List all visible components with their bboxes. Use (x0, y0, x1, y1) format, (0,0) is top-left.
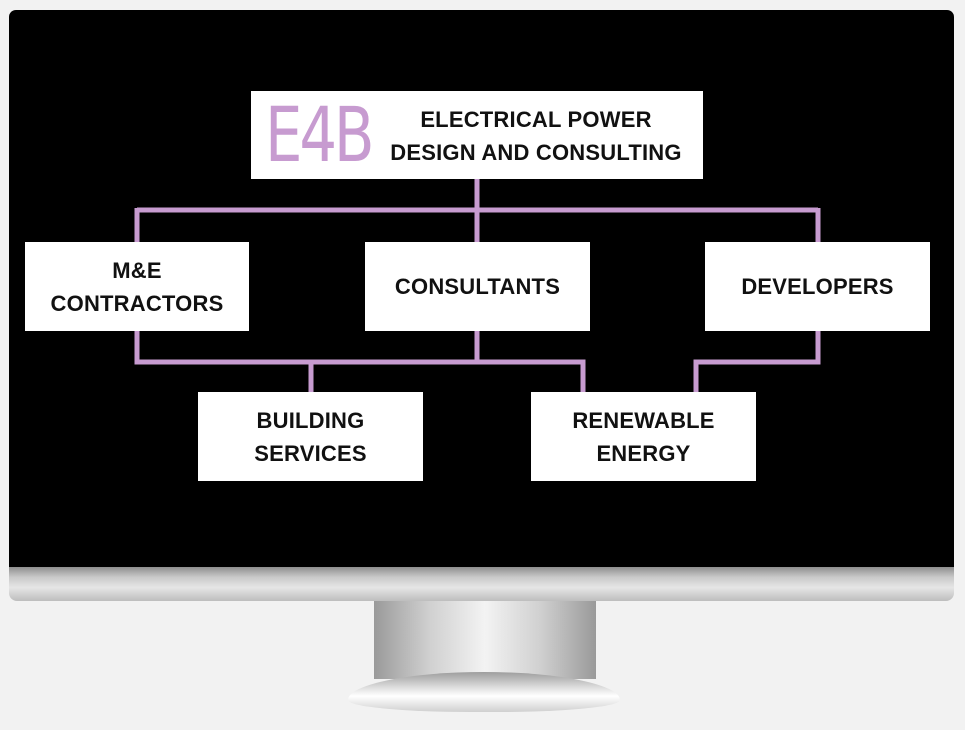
connector-root-to-level1 (134, 179, 821, 242)
node-renewable-energy-line-1: RENEWABLE (572, 407, 715, 433)
connector-level1-to-building-services (134, 331, 480, 392)
node-building-services-line-1: BUILDING (256, 407, 365, 433)
node-building-services: BUILDING SERVICES (198, 392, 423, 481)
node-developers: DEVELOPERS (705, 242, 930, 331)
monitor-bezel (9, 567, 954, 601)
node-consultants-label: CONSULTANTS (394, 274, 561, 299)
node-me-contractors-line-2: CONTRACTORS (50, 290, 224, 316)
connector-developers-to-renewable (693, 331, 821, 392)
monitor-stand-neck (374, 601, 596, 679)
node-me-contractors-line-1: M&E (112, 257, 162, 283)
node-consultants: CONSULTANTS (365, 242, 590, 331)
node-me-contractors: M&E CONTRACTORS (25, 242, 249, 331)
connector-consultants-to-renewable (477, 359, 586, 392)
e4b-logo: E4B (265, 90, 375, 179)
root-line-1: ELECTRICAL POWER (420, 107, 652, 132)
node-building-services-line-2: SERVICES (254, 440, 367, 466)
root-line-2: DESIGN AND CONSULTING (390, 140, 682, 165)
monitor-stand-base (348, 672, 620, 712)
root-node-label: ELECTRICAL POWER DESIGN AND CONSULTING (381, 103, 691, 169)
root-node: E4B ELECTRICAL POWER DESIGN AND CONSULTI… (251, 91, 703, 179)
node-renewable-energy: RENEWABLE ENERGY (531, 392, 756, 481)
node-renewable-energy-line-2: ENERGY (596, 440, 691, 466)
node-developers-label: DEVELOPERS (741, 274, 894, 299)
